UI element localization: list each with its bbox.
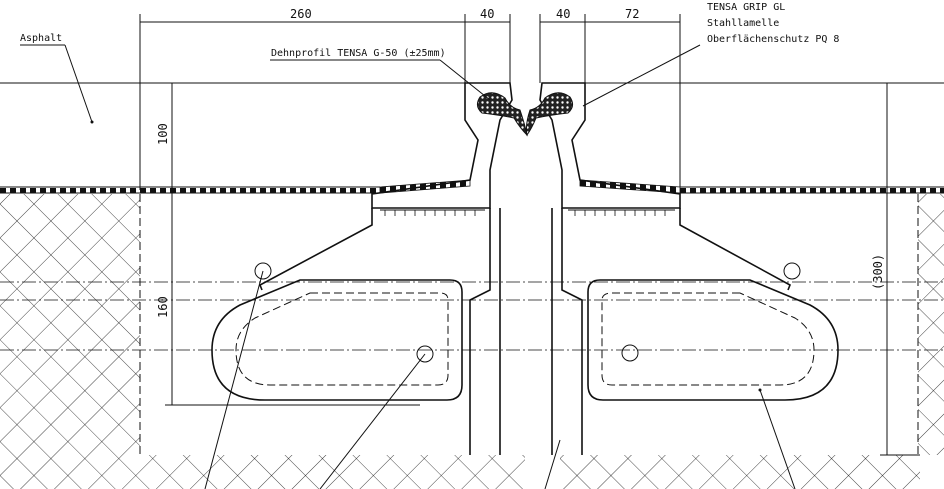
- label-profile: Dehnprofil TENSA G-50 (±25mm): [271, 48, 446, 59]
- dim-asphalt-height: 100: [156, 123, 170, 145]
- dim-right-gap: 40: [556, 7, 570, 21]
- label-surface: Oberflächenschutz PQ 8: [707, 34, 839, 45]
- dim-total-height: (300): [871, 254, 885, 290]
- asphalt-layer: [0, 82, 944, 194]
- dim-anchor-height: 160: [156, 296, 170, 318]
- label-steel: Stahllamelle: [707, 18, 779, 29]
- label-product: TENSA GRIP GL: [707, 2, 785, 13]
- dim-right-width: 72: [625, 7, 639, 21]
- label-asphalt: Asphalt: [20, 33, 62, 44]
- rubber-seal: [476, 92, 574, 137]
- dim-left-gap: 40: [480, 7, 494, 21]
- dim-left-width: 260: [290, 7, 312, 21]
- concrete-hatch: [0, 194, 944, 489]
- dimension-lines: [20, 14, 920, 489]
- left-steel-profile: [211, 82, 513, 455]
- right-steel-profile: [539, 82, 839, 455]
